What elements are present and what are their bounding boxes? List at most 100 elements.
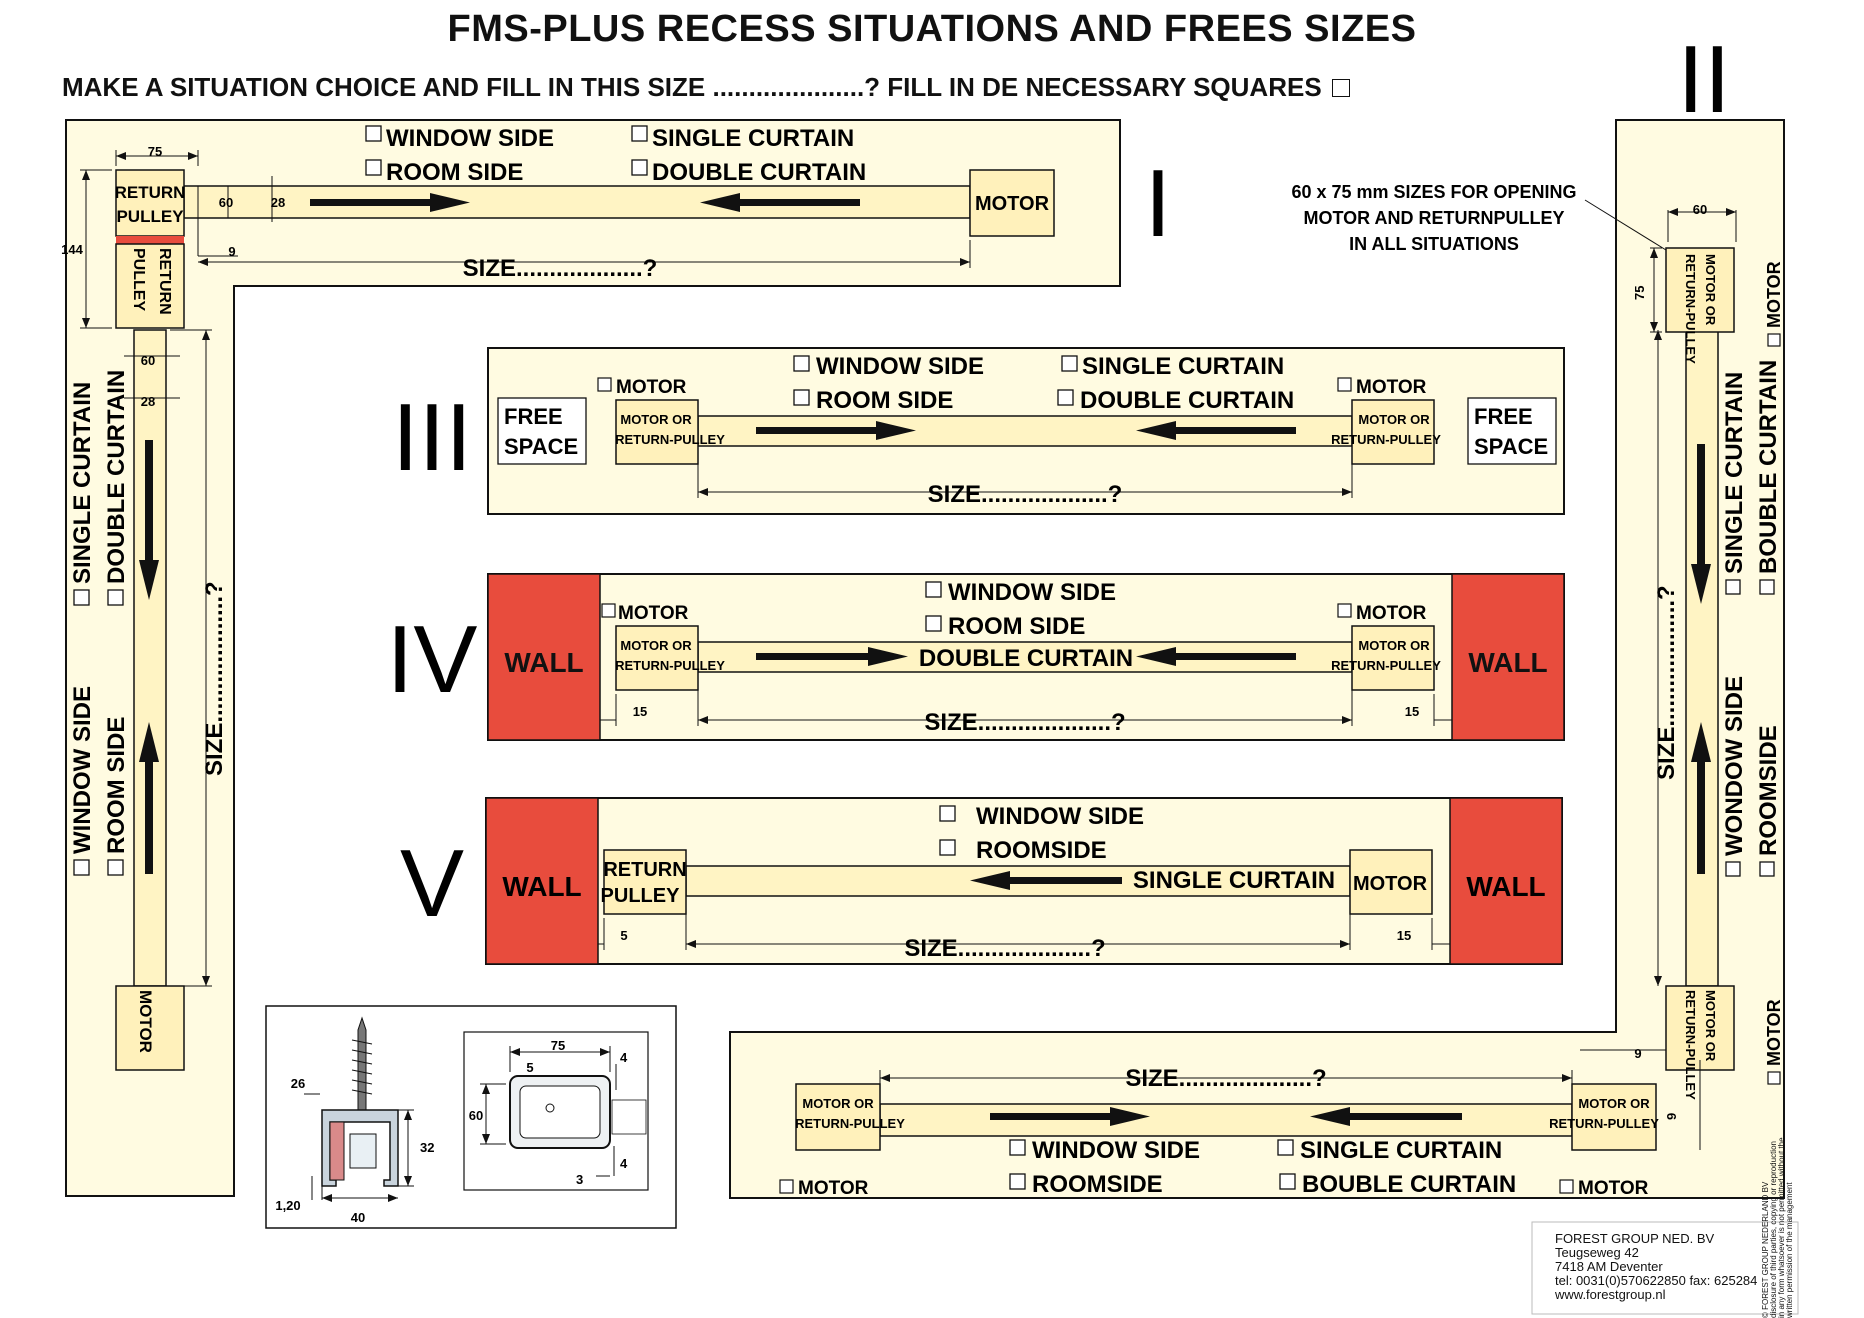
return-pulley-left-label: RETURN-PULLEY <box>795 1116 905 1131</box>
room-side-iv-checkbox[interactable] <box>925 615 942 632</box>
size-iii-label: SIZE...................? <box>928 481 1123 508</box>
motor-iii-l-checkbox[interactable] <box>597 377 612 392</box>
size-v-label: SIZE....................? <box>904 935 1105 962</box>
wall-iv-left <box>487 573 601 741</box>
motor-bottom-label: MOTOR <box>1764 999 1784 1066</box>
dim-9-ii-v: 9 <box>1664 1113 1679 1120</box>
dim-60: 60 <box>219 195 233 210</box>
numeral-ii: II <box>1677 26 1730 133</box>
room-side-iv-label: ROOM SIDE <box>948 613 1085 640</box>
instruction-checkbox[interactable] <box>1331 79 1350 97</box>
roomside-v5-checkbox[interactable] <box>939 839 956 856</box>
screw-icon <box>357 1016 367 1111</box>
arrow-left <box>700 193 740 212</box>
dim-5-detail: 5 <box>526 1060 533 1075</box>
single-curtain-iii-checkbox[interactable] <box>1061 355 1078 372</box>
motor-right-ii-checkbox[interactable] <box>1559 1179 1574 1194</box>
window-side-iii-label: WINDOW SIDE <box>816 353 984 380</box>
double-curtain-label: DOUBLE CURTAIN <box>652 159 866 186</box>
dim-40: 40 <box>351 1210 365 1225</box>
situation-ii: MOTOR OR RETURN-PULLEY MOTOR OR RETURN-P… <box>729 119 1785 1199</box>
single-curtain-ii-checkbox[interactable] <box>1725 579 1741 595</box>
callout-line-2: MOTOR AND RETURNPULLEY <box>1304 208 1565 228</box>
dim-15-v: 15 <box>1397 928 1411 943</box>
dim-3: 3 <box>576 1172 583 1187</box>
dim-75: 75 <box>148 144 162 159</box>
bouble-curtain-ii-h-checkbox[interactable] <box>1279 1173 1296 1190</box>
wall-iv-l-label: WALL <box>504 647 583 678</box>
callout-line-1: 60 x 75 mm SIZES FOR OPENING <box>1291 182 1576 202</box>
copyright-note: © FOREST GROUP NEDERLAND BV disclosure o… <box>1761 1137 1794 1318</box>
motor-iii-l-label: MOTOR <box>616 377 687 398</box>
motor-bottom-checkbox[interactable] <box>1767 1071 1781 1085</box>
room-side-iii-checkbox[interactable] <box>793 389 810 406</box>
single-curtain-v-label: SINGLE CURTAIN <box>69 382 96 584</box>
double-curtain-iii-checkbox[interactable] <box>1057 389 1074 406</box>
return-pulley-bottom-label: RETURN-PULLEY <box>1683 990 1698 1100</box>
motor-or-right-box <box>1571 1083 1657 1151</box>
return-pulley-dash-label: RETURN-PULLEY <box>1683 254 1698 364</box>
motor-or-return-bottom-box <box>1665 985 1735 1071</box>
return-label: RETURN <box>115 183 186 202</box>
motor-or-left-label: MOTOR OR <box>802 1096 874 1111</box>
return-pulley-box <box>115 169 185 237</box>
motor-top-checkbox[interactable] <box>1767 333 1781 347</box>
window-side-ii-checkbox[interactable] <box>1009 1139 1026 1156</box>
motor-or-label: MOTOR OR <box>1703 254 1718 326</box>
window-side-iv-checkbox[interactable] <box>925 581 942 598</box>
return-pulley-vertical-box <box>115 243 185 329</box>
motor-v-label: MOTOR <box>136 990 155 1053</box>
roomside-v5-label: ROOMSIDE <box>976 837 1107 864</box>
dim-120: 1,20 <box>275 1198 300 1213</box>
profile-detail: 26 32 40 1,20 75 5 60 4 4 3 <box>265 1005 677 1229</box>
double-curtain-checkbox[interactable] <box>631 159 648 176</box>
motor-iv-l-checkbox[interactable] <box>601 603 616 618</box>
window-side-checkbox[interactable] <box>365 125 382 142</box>
room-side-label: ROOM SIDE <box>386 159 523 186</box>
single-curtain-v-checkbox[interactable] <box>73 589 90 606</box>
free-space-right <box>1467 397 1557 465</box>
single-curtain-label: SINGLE CURTAIN <box>652 125 854 152</box>
window-side-iii-checkbox[interactable] <box>793 355 810 372</box>
size-ii-v-label: SIZE...................? <box>1653 585 1680 780</box>
roomside-ii-h-checkbox[interactable] <box>1009 1173 1026 1190</box>
wondow-side-checkbox[interactable] <box>1725 861 1741 877</box>
motor-left-ii-label: MOTOR <box>798 1178 869 1199</box>
motor-box <box>969 169 1055 237</box>
dim-60-v: 60 <box>141 353 155 368</box>
roomside-ii-checkbox[interactable] <box>1759 861 1775 877</box>
room-side-v-checkbox[interactable] <box>107 859 124 876</box>
situation-i: 75 144 60 28 9 60 28 MOTOR RETURN PULLEY… <box>61 119 1121 1197</box>
window-side-v5-checkbox[interactable] <box>939 805 956 822</box>
company-info: FOREST GROUP NED. BV Teugseweg 42 7418 A… <box>1555 1231 1758 1302</box>
room-side-checkbox[interactable] <box>365 159 382 176</box>
motor-iv-r-checkbox[interactable] <box>1337 603 1352 618</box>
motor-left-ii-checkbox[interactable] <box>779 1179 794 1194</box>
dim-9-ii: 9 <box>1634 1046 1641 1061</box>
dim-60-detail: 60 <box>469 1108 483 1123</box>
wall-iv-right <box>1451 573 1565 741</box>
dim-15-iv-r: 15 <box>1405 704 1419 719</box>
instruction-text: MAKE A SITUATION CHOICE AND FILL IN THIS… <box>62 72 1322 102</box>
single-curtain-iii-label: SINGLE CURTAIN <box>1082 353 1284 380</box>
motor-iv-l-label: MOTOR <box>618 603 689 624</box>
motor-or-iii-r: MOTOR OR <box>1358 412 1430 427</box>
motor-iii-r-label: MOTOR <box>1356 377 1427 398</box>
single-curtain-ii-h-checkbox[interactable] <box>1277 1139 1294 1156</box>
numeral-iii: III <box>392 384 472 491</box>
instruction-line: MAKE A SITUATION CHOICE AND FILL IN THIS… <box>62 72 1350 103</box>
bouble-curtain-ii-h-label: BOUBLE CURTAIN <box>1302 1171 1516 1198</box>
dim-75-ii: 75 <box>1632 286 1647 300</box>
bouble-curtain-ii-checkbox[interactable] <box>1759 579 1775 595</box>
window-side-v-checkbox[interactable] <box>73 859 90 876</box>
motor-iii-r-checkbox[interactable] <box>1337 377 1352 392</box>
double-curtain-v-checkbox[interactable] <box>107 589 124 606</box>
pulley-v-label: PULLEY <box>130 248 147 311</box>
dim-32: 32 <box>420 1140 434 1155</box>
double-curtain-iv-label: DOUBLE CURTAIN <box>919 645 1133 672</box>
wall-iv-r-label: WALL <box>1468 647 1547 678</box>
motor-v5-label: MOTOR <box>1353 873 1428 895</box>
motor-or-right-label: MOTOR OR <box>1578 1096 1650 1111</box>
single-curtain-checkbox[interactable] <box>631 125 648 142</box>
